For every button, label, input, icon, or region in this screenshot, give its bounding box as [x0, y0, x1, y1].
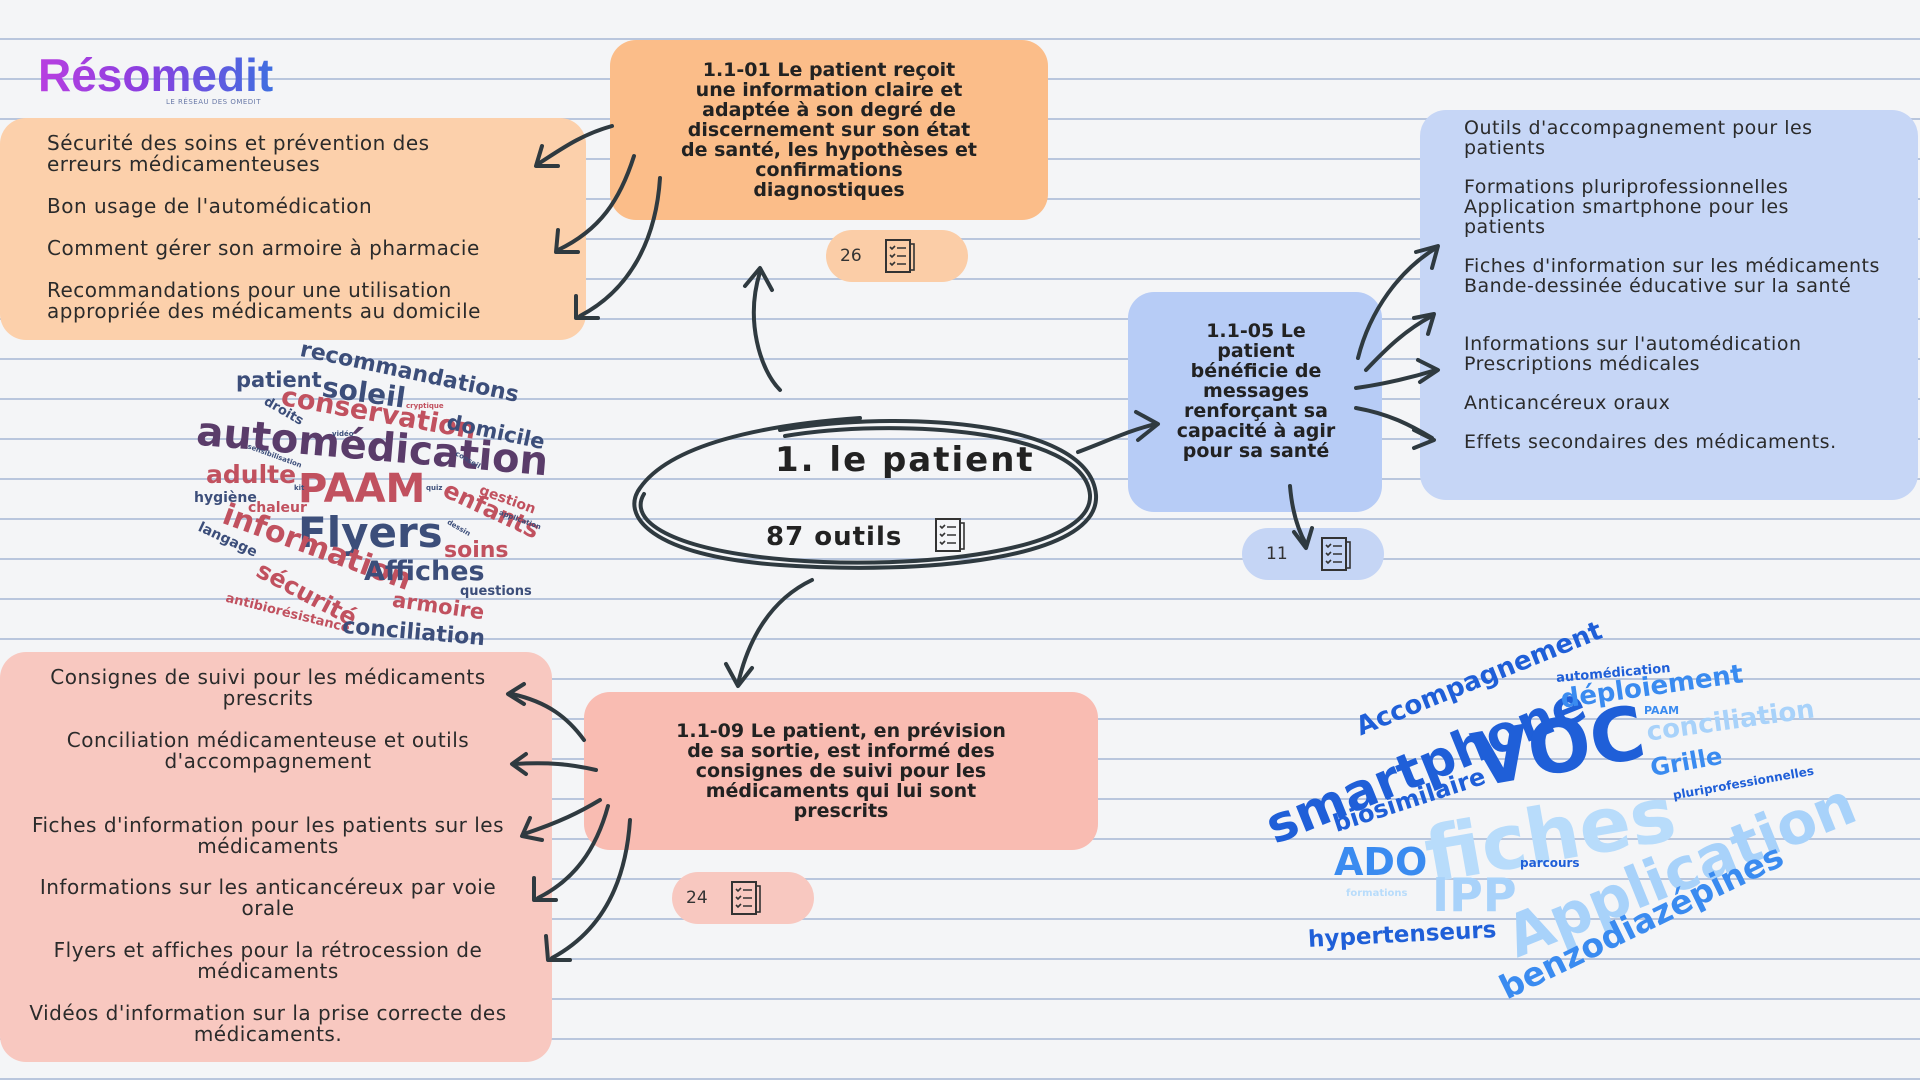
list-item: Fiches d'information sur les médicaments… [1464, 255, 1880, 297]
list-item: Formations pluriprofessionnelles Applica… [1464, 176, 1789, 238]
list-item: Vidéos d'information sur la prise correc… [29, 1001, 507, 1046]
document-icon [1321, 537, 1351, 571]
logo-tagline: LE RÉSEAU DES OMEDIT [166, 98, 262, 106]
word: soins [444, 538, 509, 563]
word: adulte [206, 460, 297, 489]
count-09: 24 [686, 888, 708, 908]
center-ellipse [632, 416, 1099, 570]
word: chaleur [248, 500, 307, 516]
list-item: Effets secondaires des médicaments. [1464, 431, 1837, 453]
word: formations [1346, 888, 1408, 899]
document-icon [731, 881, 761, 915]
topic-box-01 [610, 40, 1048, 220]
count-pill-05: 11 [1242, 528, 1384, 580]
word: PAAM [1644, 704, 1680, 717]
list-box-05 [1420, 110, 1918, 500]
list-box-01 [0, 118, 586, 340]
list-item: Comment gérer son armoire à pharmacie [47, 236, 480, 260]
word: Flyers [298, 508, 443, 557]
list-item: Consignes de suivi pour les médicaments … [50, 665, 486, 710]
topic-title-05: 1.1-05 Le patient bénéficie de messages … [1176, 320, 1336, 462]
list-item: Conciliation médicamenteuse et outils d'… [66, 728, 470, 773]
word: parcours [1520, 856, 1580, 870]
list-item: Flyers et affiches pour la rétrocession … [53, 938, 483, 983]
word: PAAM [298, 466, 426, 512]
list-item: Informations sur les anticancéreux par v… [39, 875, 497, 920]
list-item: Fiches d'information pour les patients s… [31, 813, 505, 858]
word: hygiène [194, 490, 257, 506]
topic-title-01: 1.1-01 Le patient reçoit une information… [680, 59, 978, 201]
topic-title-09: 1.1-09 Le patient, en prévision de sa so… [676, 720, 1006, 822]
word: quiz [426, 484, 443, 492]
list-item: Informations sur l'automédication Prescr… [1464, 333, 1802, 375]
word: cryptique [406, 402, 444, 410]
word: Affiches [364, 556, 485, 587]
list-item: Sécurité des soins et prévention des err… [47, 131, 430, 176]
document-icon [935, 518, 965, 552]
list-item: Bon usage de l'automédication [47, 194, 373, 218]
count-pill-09: 24 [672, 872, 814, 924]
center-title: 1. le patient [775, 440, 1035, 480]
count-pill-01: 26 [826, 230, 968, 282]
topic-box-05 [1128, 292, 1382, 512]
word: questions [460, 584, 532, 599]
document-icon [885, 239, 915, 273]
word: patient [236, 368, 322, 392]
count-05: 11 [1266, 544, 1288, 564]
word: kit [294, 484, 305, 492]
list-item: Recommandations pour une utilisation app… [47, 278, 481, 323]
word: vidéo [332, 430, 354, 438]
list-item: Anticancéreux oraux [1464, 392, 1671, 414]
count-01: 26 [840, 246, 862, 266]
logo: Résomedit LE RÉSEAU DES OMEDIT [38, 49, 274, 106]
center-count: 87 outils [766, 522, 903, 552]
word: ADO [1334, 840, 1428, 884]
logo-name: Résomedit [38, 49, 274, 101]
list-box-09 [0, 652, 552, 1062]
topic-box-09 [584, 692, 1098, 850]
word: IPP [1432, 868, 1517, 922]
list-item: Outils d'accompagnement pour les patient… [1464, 117, 1813, 159]
